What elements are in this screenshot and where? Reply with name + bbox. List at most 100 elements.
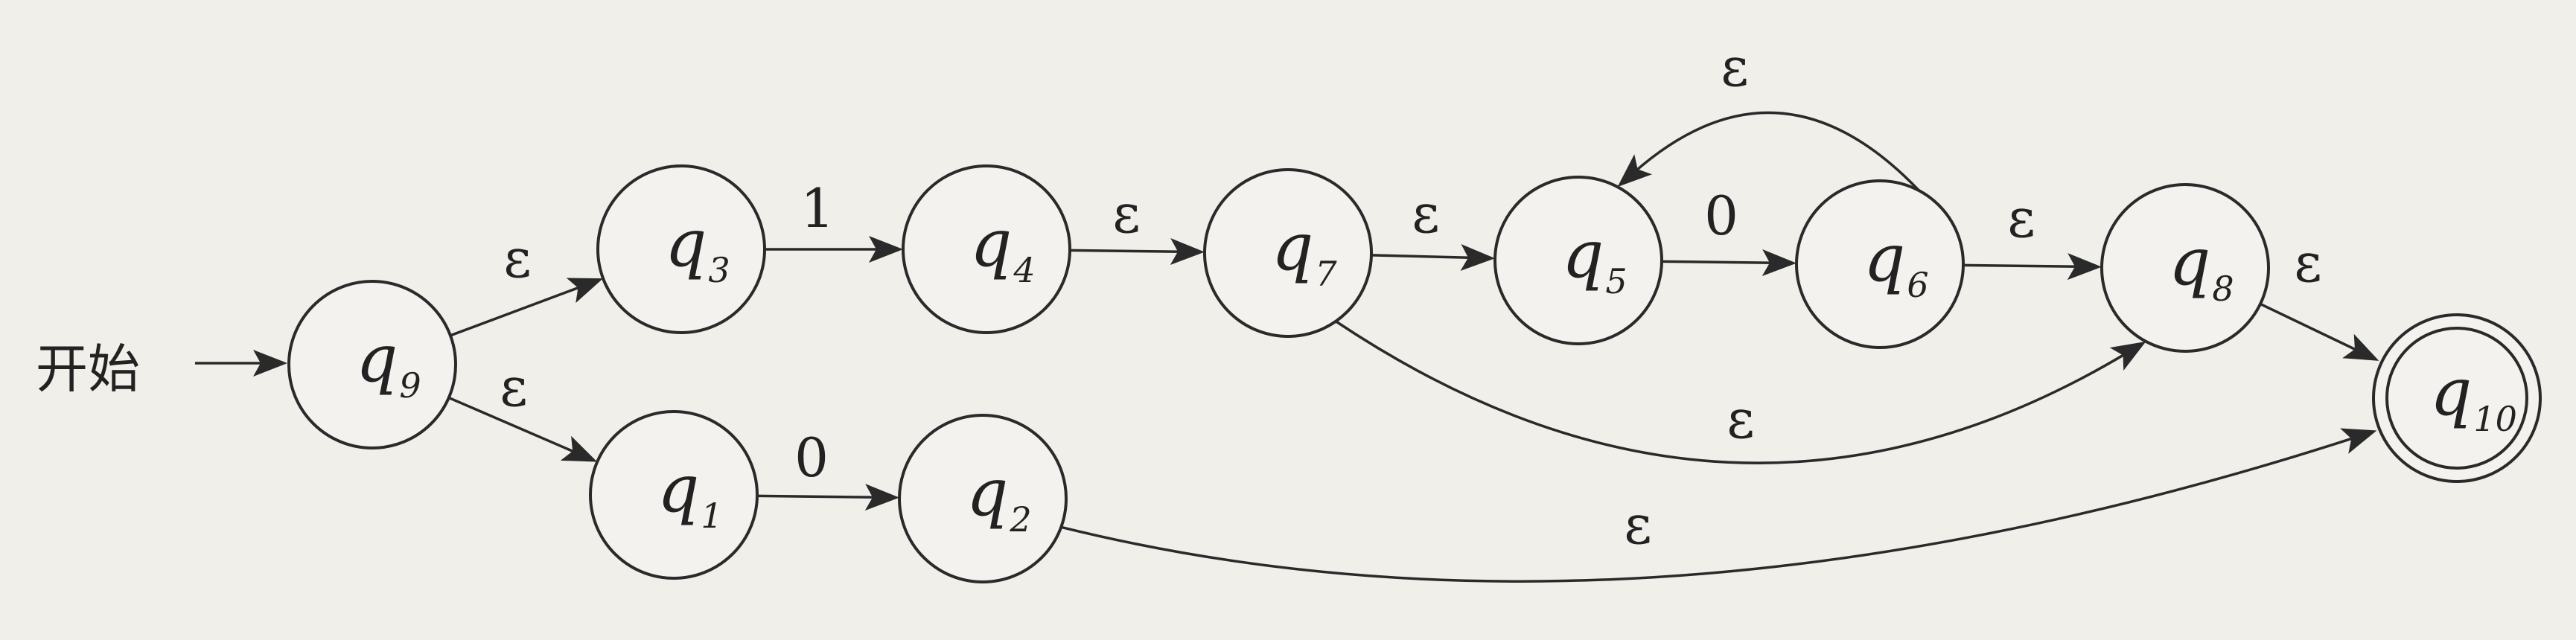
state-name: q <box>2430 353 2472 430</box>
state-q7: q7 <box>1203 168 1373 338</box>
start-label: 开始 <box>36 339 140 400</box>
transition-q7-q8: ε <box>1335 320 2146 464</box>
transition-label: 0 <box>1704 185 1738 247</box>
state-subscript: 7 <box>1315 254 1337 294</box>
state-name: q <box>1272 208 1313 285</box>
transition-q6-q8: ε <box>1963 187 2102 281</box>
state-label: q7 <box>1272 208 1337 294</box>
state-circle <box>2100 183 2270 353</box>
state-q1: q1 <box>589 410 759 580</box>
start-arrow-head <box>253 350 287 377</box>
start-marker: 开始 <box>36 339 287 400</box>
accept-inner-circle <box>2385 327 2528 470</box>
transition-line <box>756 494 878 499</box>
state-circle <box>589 410 759 580</box>
transition-arrow-head <box>869 236 903 263</box>
transition-label: ε <box>1624 493 1651 556</box>
state-name: q <box>1562 216 1604 292</box>
transition-q4-q7: ε <box>1069 182 1205 266</box>
state-subscript: 9 <box>399 365 421 406</box>
state-name: q <box>356 320 398 397</box>
transition-arrow-head <box>2340 428 2377 454</box>
transition-arrow-head <box>2109 341 2146 371</box>
transition-line <box>448 396 578 455</box>
state-circle <box>898 414 1068 583</box>
state-circle <box>596 164 766 334</box>
transition-label: ε <box>1412 182 1439 245</box>
state-label: q3 <box>665 205 730 290</box>
transition-label: ε <box>1727 388 1754 450</box>
state-subscript: 2 <box>1009 499 1031 540</box>
transition-line <box>2260 302 2360 353</box>
transition-q9-q3: ε <box>450 227 604 337</box>
transition-line <box>1371 254 1473 260</box>
transition-label: 0 <box>794 426 829 489</box>
transition-line <box>1335 320 2128 464</box>
transition-label: ε <box>2294 231 2321 294</box>
state-circle <box>1493 176 1663 345</box>
transition-q1-q2: 0 <box>756 426 900 511</box>
transitions-layer: ε ε 1 ε ε 0 ε ε ε ε 0 ε <box>448 36 2379 583</box>
transition-line <box>450 285 583 337</box>
transition-q7-q5: ε <box>1371 182 1496 271</box>
state-q3: q3 <box>596 164 766 334</box>
state-circle <box>1203 168 1373 338</box>
state-subscript: 5 <box>1605 261 1627 301</box>
state-circle <box>287 280 457 449</box>
transition-arrow-head <box>2067 253 2102 281</box>
transition-arrow-head <box>1170 238 1205 266</box>
state-label: q4 <box>970 205 1036 290</box>
transition-arrow-head <box>1460 243 1496 271</box>
state-subscript: 10 <box>2473 399 2517 439</box>
transition-line <box>1633 111 1920 192</box>
state-q6: q6 <box>1795 179 1965 349</box>
transition-arrow-head <box>560 435 598 462</box>
state-name: q <box>657 450 699 527</box>
state-name: q <box>966 454 1008 531</box>
state-label: q9 <box>356 320 421 406</box>
transition-line <box>1963 263 2080 269</box>
transition-q5-q6: 0 <box>1661 185 1797 277</box>
state-label: q10 <box>2430 353 2517 439</box>
state-q4: q4 <box>902 164 1071 334</box>
state-label: q2 <box>966 454 1032 540</box>
state-label: q5 <box>1562 216 1627 301</box>
transition-label: ε <box>503 227 531 289</box>
transition-arrow-head <box>1617 154 1653 188</box>
state-q2: q2 <box>898 414 1068 583</box>
state-label: q1 <box>657 450 723 536</box>
transition-q9-q1: ε <box>448 356 598 462</box>
transition-arrow-head <box>864 484 900 511</box>
state-subscript: 4 <box>1013 250 1035 290</box>
state-q5: q5 <box>1493 176 1663 345</box>
transition-arrow-head <box>566 278 604 304</box>
state-subscript: 3 <box>708 250 730 290</box>
state-q9: q9 <box>287 280 457 449</box>
state-circle <box>1795 179 1965 349</box>
transition-label: ε <box>2007 187 2035 249</box>
transition-line <box>1661 260 1775 264</box>
state-label: q8 <box>2169 223 2234 309</box>
transition-q8-q10: ε <box>2260 231 2379 361</box>
state-circle <box>902 164 1071 334</box>
state-name: q <box>1864 220 1905 296</box>
state-subscript: 6 <box>1907 265 1928 305</box>
transition-label: ε <box>1112 182 1140 245</box>
state-subscript: 8 <box>2212 269 2234 309</box>
state-name: q <box>2169 223 2210 300</box>
transition-line <box>1060 436 2356 583</box>
transition-label: ε <box>1721 36 1748 98</box>
state-q8: q8 <box>2100 183 2270 353</box>
state-name: q <box>970 205 1012 281</box>
state-subscript: 1 <box>701 496 722 536</box>
state-name: q <box>665 205 707 281</box>
transition-q2-q10: ε <box>1060 428 2377 583</box>
transition-label: 1 <box>800 177 835 240</box>
transition-line <box>1069 249 1183 253</box>
transition-q3-q4: 1 <box>765 177 903 263</box>
state-label: q6 <box>1864 220 1929 305</box>
transition-q6-q5: ε <box>1617 36 1920 192</box>
